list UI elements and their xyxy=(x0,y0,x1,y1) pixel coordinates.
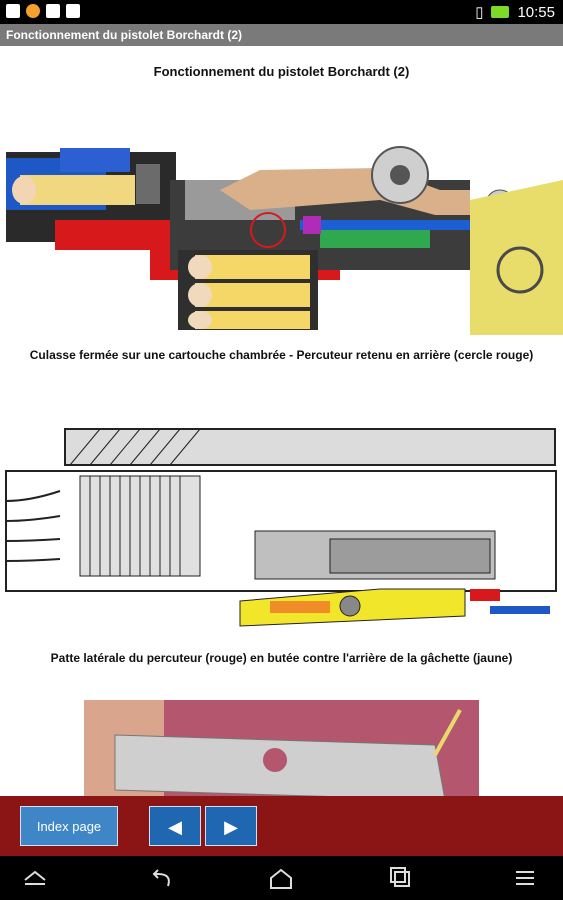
recents-icon[interactable] xyxy=(386,866,416,890)
vibrate-icon: ▯ xyxy=(475,4,484,21)
window-title: Fonctionnement du pistolet Borchardt (2) xyxy=(6,28,242,42)
previous-page-button[interactable]: ◀ xyxy=(149,806,201,846)
collapse-icon[interactable] xyxy=(20,866,50,890)
cross-section-diagram xyxy=(0,120,563,335)
notification-icon xyxy=(26,4,40,18)
caption-1: Culasse fermée sur une cartouche chambré… xyxy=(29,348,534,362)
page-content[interactable]: Fonctionnement du pistolet Borchardt (2) xyxy=(0,46,563,796)
arrow-right-icon: ▶ xyxy=(224,817,238,837)
caption-2: Patte latérale du percuteur (rouge) en b… xyxy=(50,651,513,665)
index-page-button[interactable]: Index page xyxy=(20,806,118,846)
title-bar: Fonctionnement du pistolet Borchardt (2) xyxy=(0,24,563,46)
clock: 10:55 xyxy=(517,3,555,21)
part-photo xyxy=(84,700,479,796)
menu-icon[interactable] xyxy=(510,866,540,890)
home-icon[interactable] xyxy=(266,866,296,890)
back-icon[interactable] xyxy=(146,866,176,890)
arrow-left-icon: ◀ xyxy=(168,817,182,837)
next-page-button[interactable]: ▶ xyxy=(205,806,257,846)
battery-icon xyxy=(491,6,510,18)
system-nav-bar xyxy=(0,856,563,900)
page-heading: Fonctionnement du pistolet Borchardt (2) xyxy=(153,64,410,79)
image-icon xyxy=(6,4,20,18)
sim-icon xyxy=(46,4,60,18)
status-bar: ▯ 10:55 xyxy=(0,0,563,24)
mechanism-drawing xyxy=(0,421,563,641)
android-icon xyxy=(66,4,80,18)
